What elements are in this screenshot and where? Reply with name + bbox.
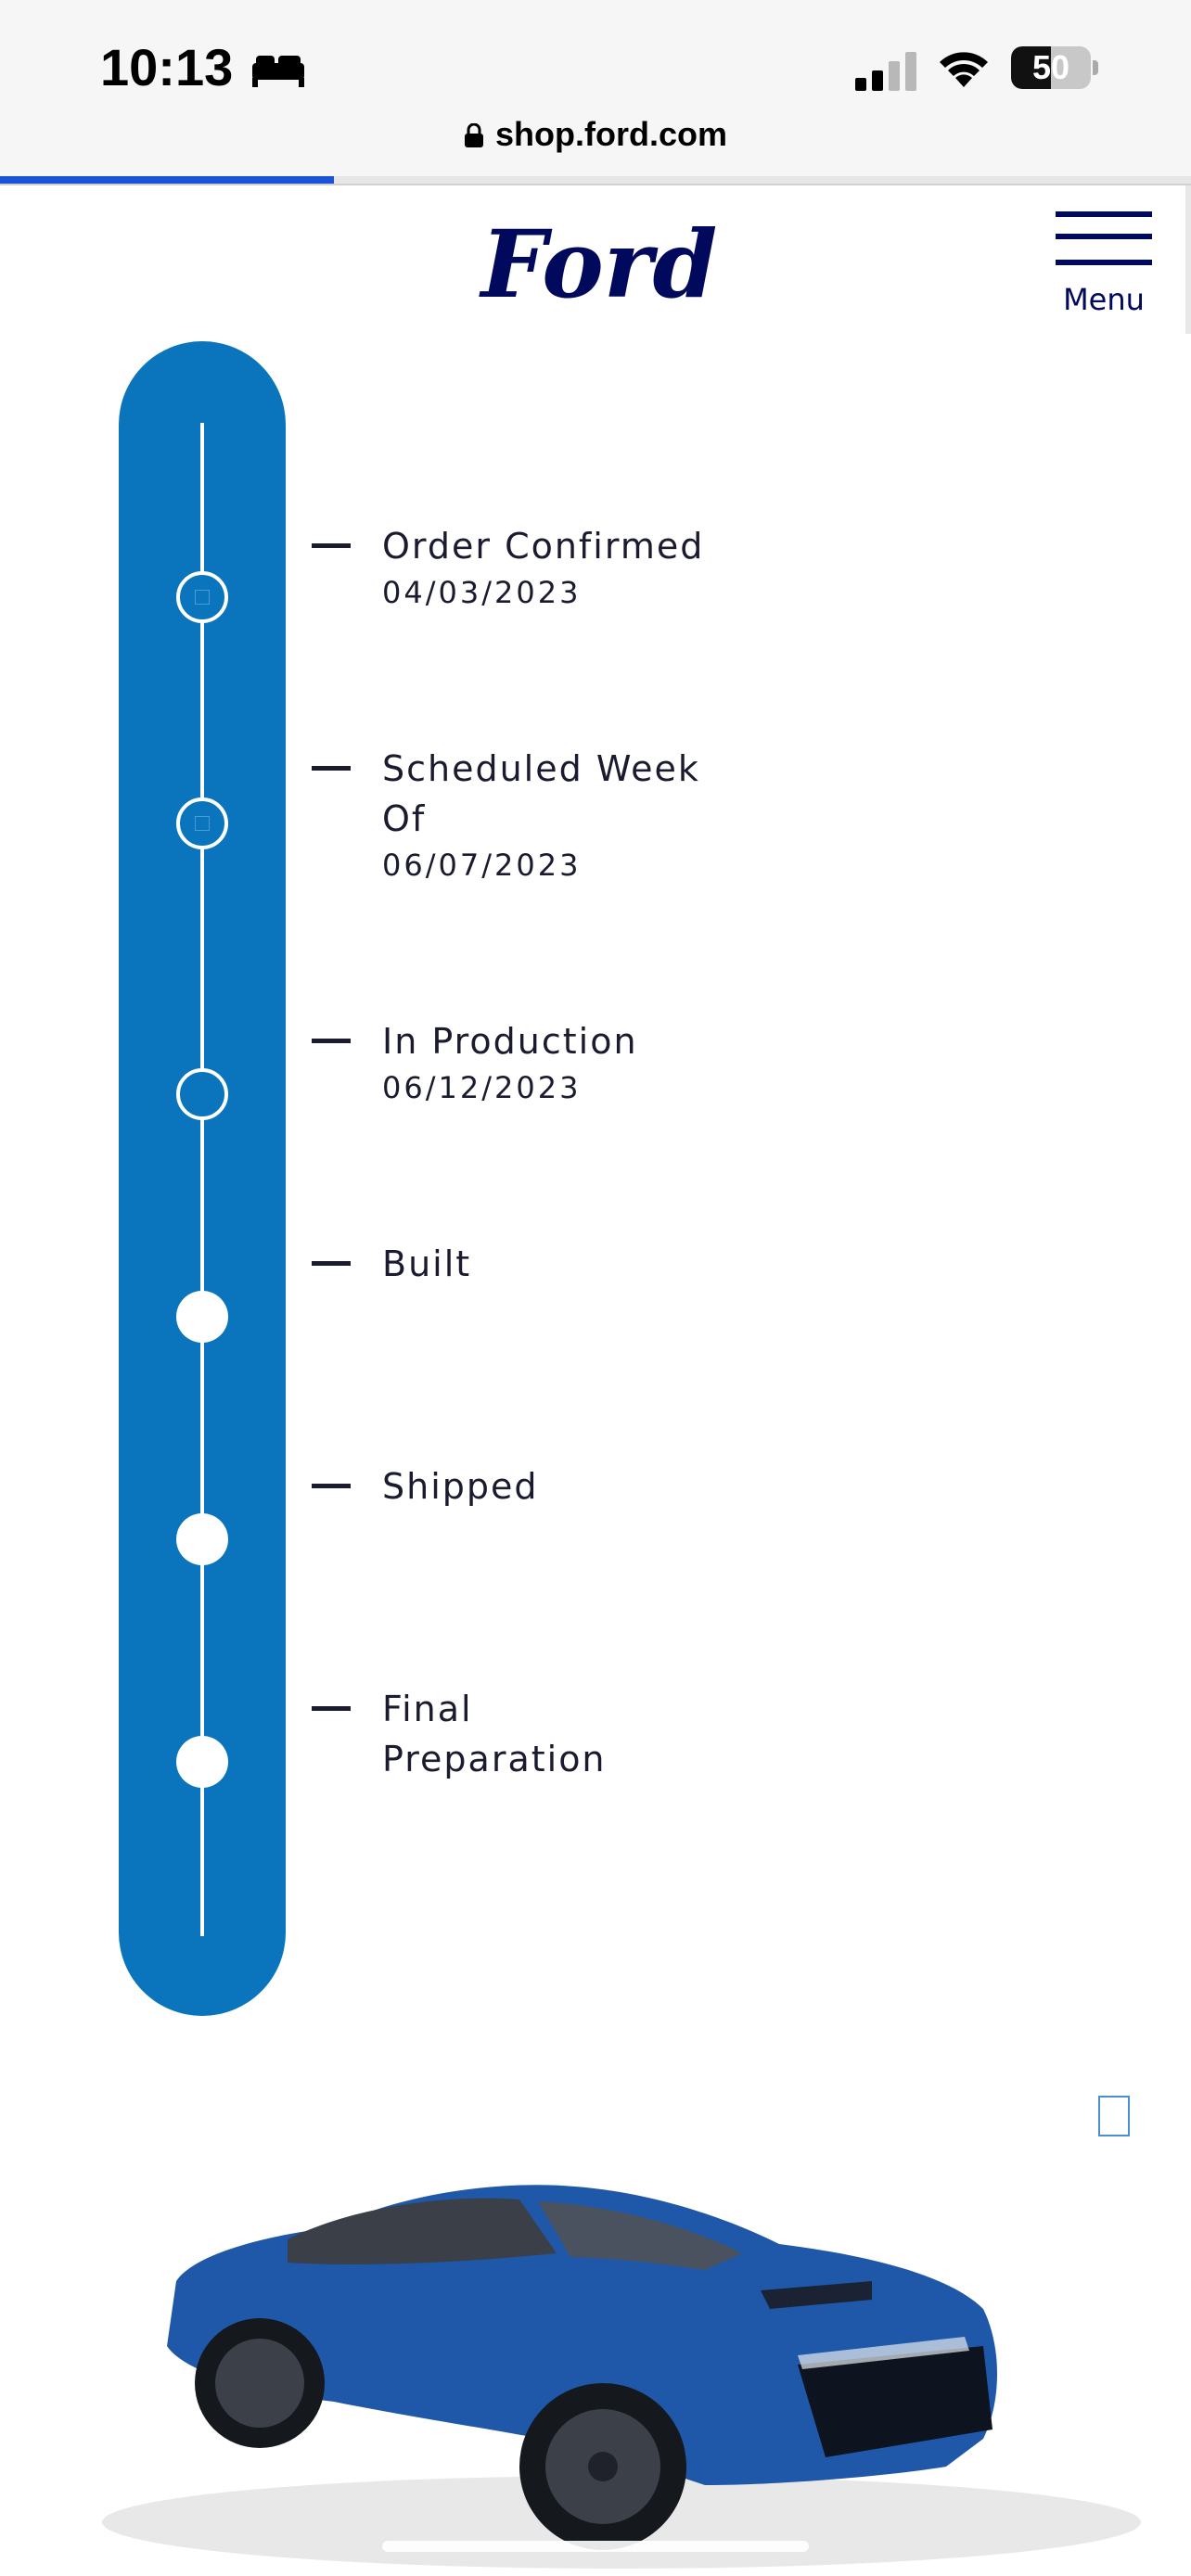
logo-text: Ford <box>479 210 717 315</box>
step-date: 06/12/2023 <box>382 1070 582 1105</box>
step-dash <box>312 1484 351 1488</box>
battery-indicator: 50 <box>1011 46 1100 91</box>
lock-icon <box>465 123 483 147</box>
step-title: Built <box>382 1243 472 1284</box>
menu-button[interactable]: Menu <box>1052 211 1154 323</box>
step-title: Scheduled Week Of <box>382 748 700 839</box>
step-dash <box>312 543 351 548</box>
vehicle-checkbox[interactable] <box>1098 2096 1130 2136</box>
status-bar: 10:13 50 shop.ford.com <box>0 0 1191 184</box>
step-dash <box>312 1261 351 1266</box>
hamburger-icon <box>1056 211 1152 217</box>
step-title: Order Confirmed <box>382 526 705 567</box>
step-date: 06/07/2023 <box>382 848 582 883</box>
step-title: In Production <box>382 1021 638 1062</box>
step-date: 04/03/2023 <box>382 575 582 610</box>
tracker-line <box>200 423 204 1936</box>
step-dash <box>312 1039 351 1043</box>
cellular-signal-icon <box>855 52 916 91</box>
page-load-progress <box>0 176 1191 184</box>
status-time: 10:13 <box>100 38 234 96</box>
address-bar[interactable]: shop.ford.com <box>0 115 1191 154</box>
step-node-complete <box>176 797 228 849</box>
step-node-pending <box>176 1736 228 1788</box>
step-title: Shipped <box>382 1466 539 1507</box>
battery-percent: 50 <box>1031 48 1070 86</box>
step-node-current <box>176 1068 228 1120</box>
wifi-icon <box>940 52 988 87</box>
home-indicator[interactable] <box>382 2541 809 2552</box>
ford-logo[interactable]: Ford <box>479 204 720 315</box>
url-text: shop.ford.com <box>495 115 727 153</box>
step-dash <box>312 766 351 771</box>
bed-icon <box>252 56 304 87</box>
step-node-complete <box>176 571 228 623</box>
step-node-pending <box>176 1291 228 1343</box>
scrollbar[interactable] <box>1185 185 1191 334</box>
menu-label: Menu <box>1063 282 1145 317</box>
step-node-pending <box>176 1513 228 1565</box>
step-title: Final Preparation <box>382 1689 607 1779</box>
order-status-tracker <box>119 341 286 2016</box>
header-divider <box>0 184 1191 185</box>
step-dash <box>312 1706 351 1711</box>
vehicle-image <box>102 2185 1141 2569</box>
